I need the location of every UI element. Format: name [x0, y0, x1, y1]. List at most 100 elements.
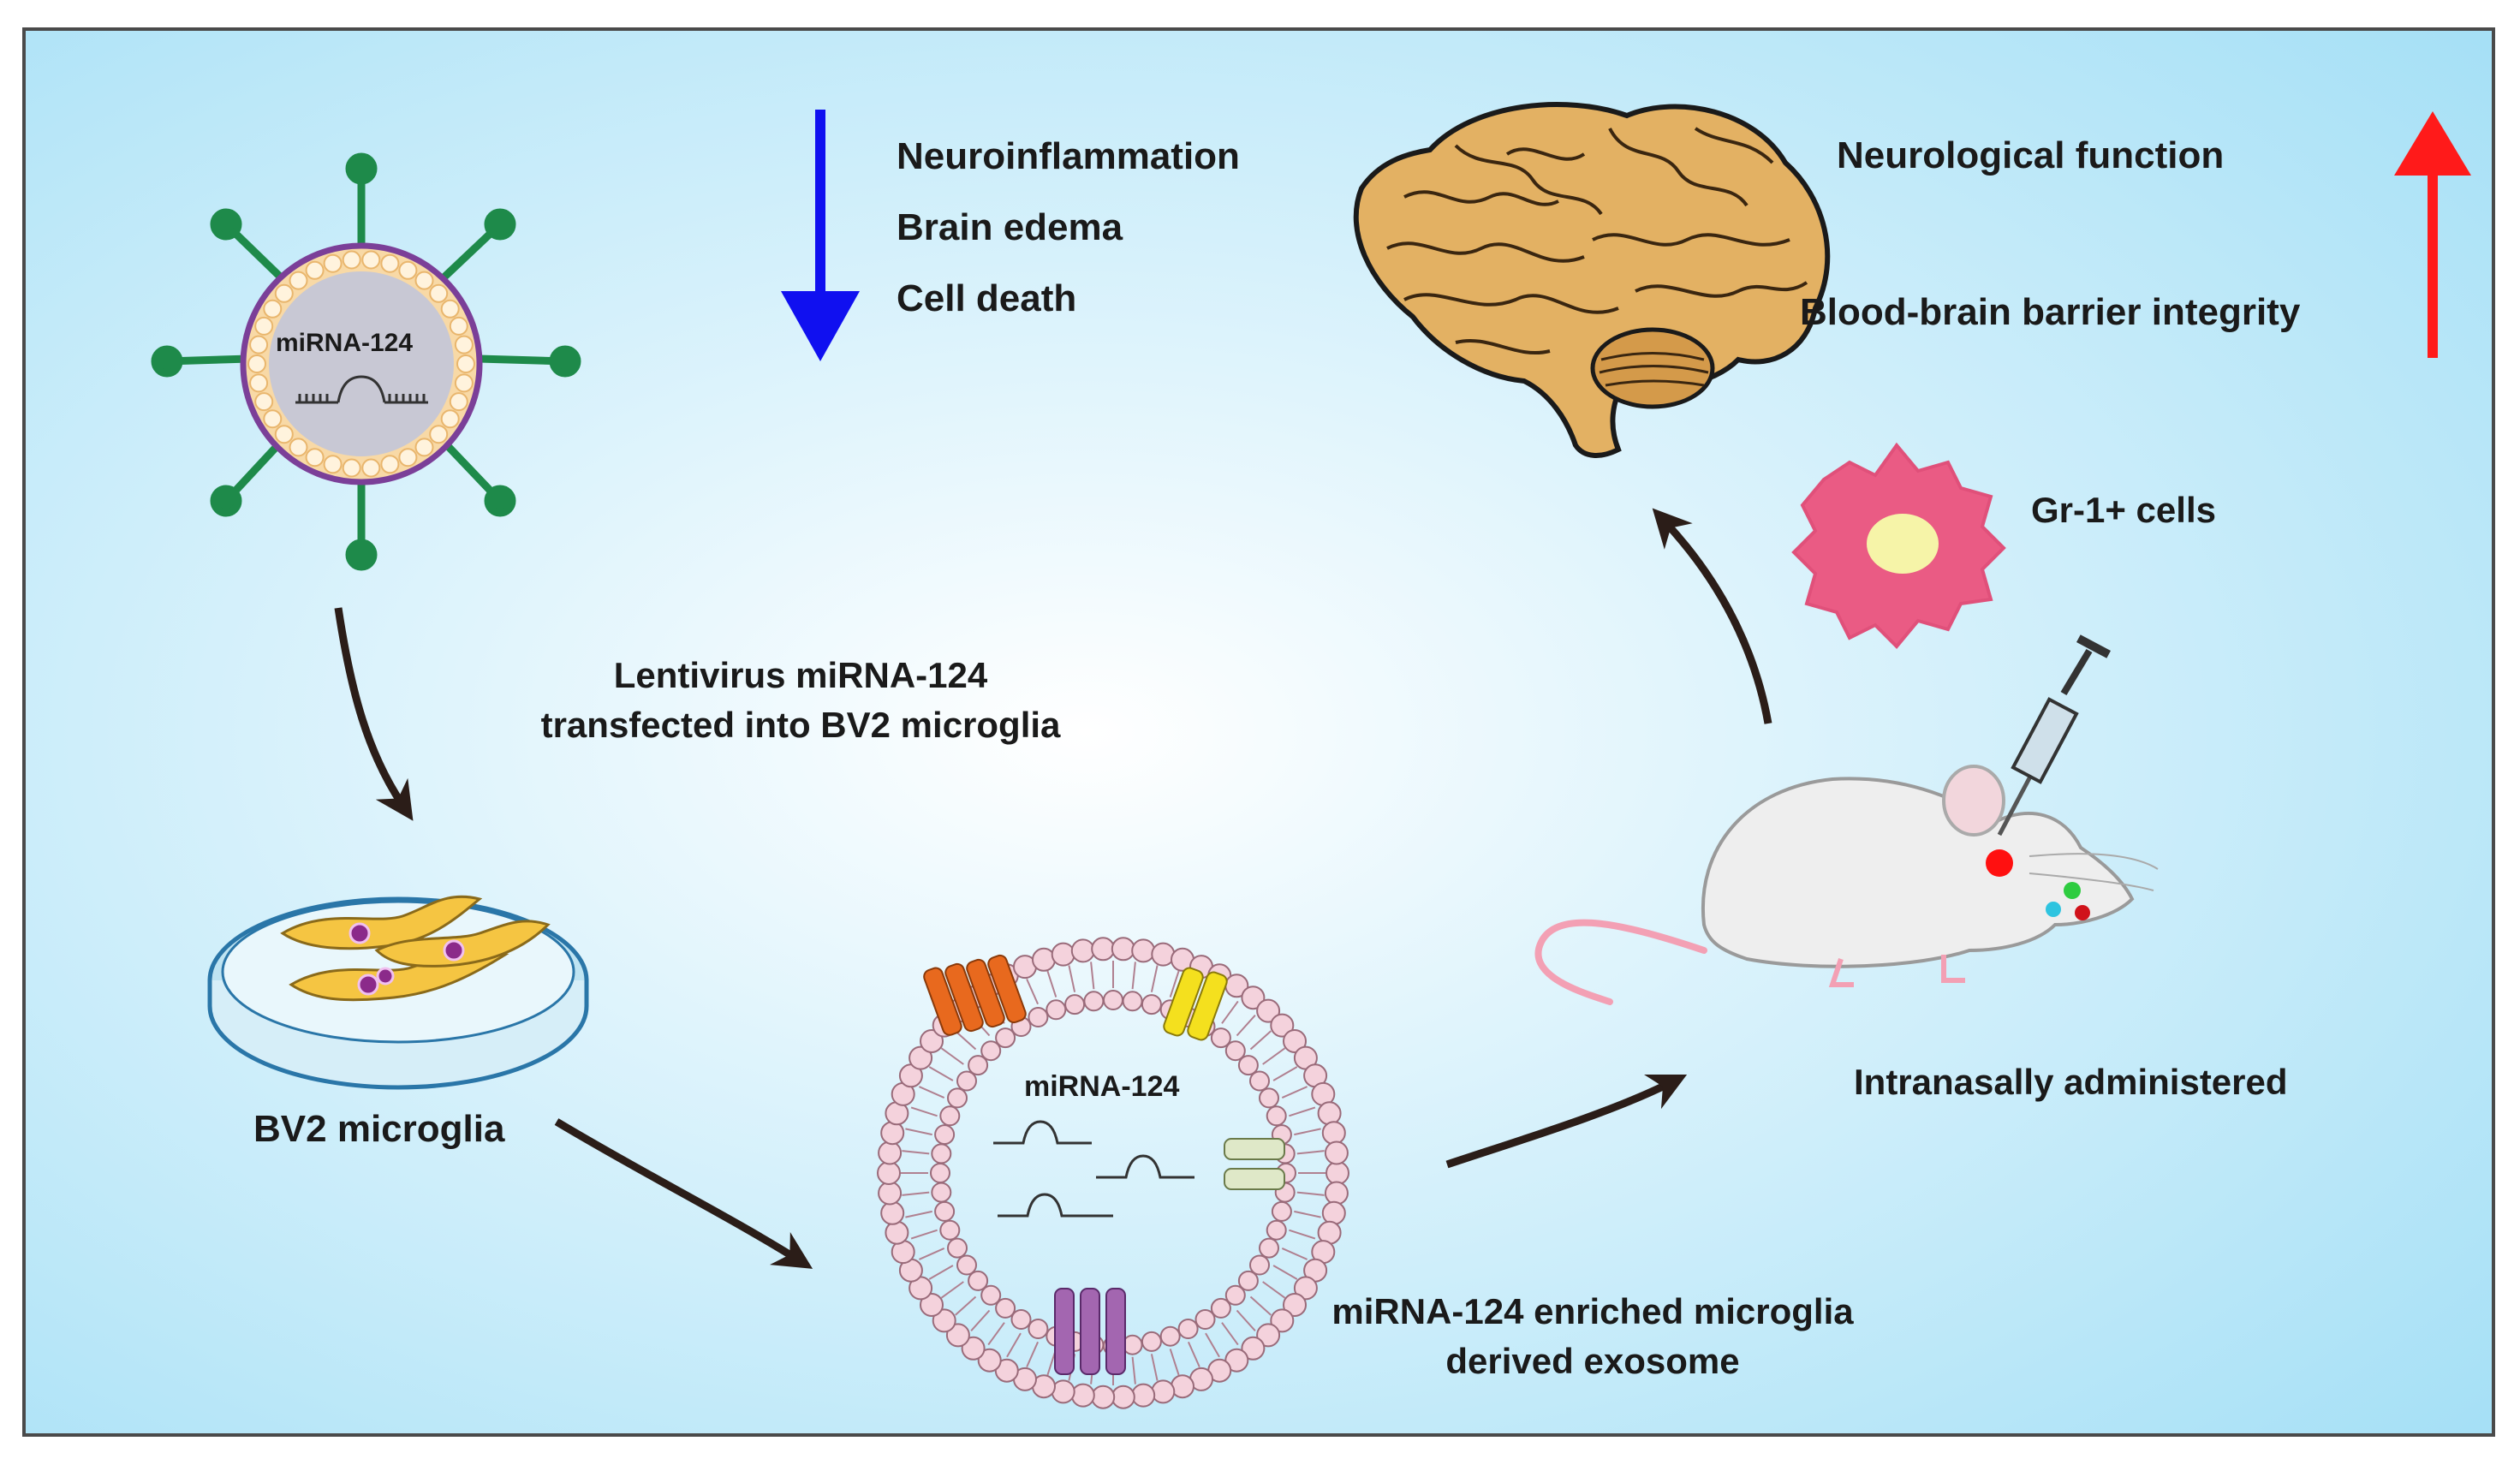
exosome-inner-lipid: [1010, 1309, 1032, 1330]
exosome-outer-lipid: [1293, 1276, 1318, 1301]
exosome-lipid-tail: [940, 1281, 964, 1299]
exosome-inner-lipid: [1249, 1254, 1270, 1276]
brain-illustration: [1353, 102, 1831, 458]
exosome-outer-lipid: [1321, 1121, 1346, 1146]
exosome-inner-lipid: [1210, 1027, 1231, 1049]
exosome-inner-lipid: [1259, 1237, 1279, 1259]
exosome-outer-lipid: [1324, 1181, 1349, 1206]
exosome-inner-lipid: [1064, 994, 1086, 1015]
exosome-lipid-tail: [940, 1047, 964, 1065]
exosome-inner-lipid: [1103, 990, 1123, 1010]
exosome-lipid-tail: [905, 1210, 932, 1218]
exosome-inner-lipid: [1122, 991, 1143, 1012]
lentivirus-caption-line1: Lentivirus miRNA-124: [613, 655, 988, 695]
virus-mirna-label: miRNA-124: [276, 329, 414, 357]
virus-envelope-bead: [342, 458, 361, 478]
exosome-inner-lipid: [1141, 994, 1162, 1015]
decreased-item-3: Cell death: [897, 277, 1077, 319]
exosome-lipid-tail: [1150, 965, 1159, 992]
exosome-caption: miRNA-124 enriched microglia derived exo…: [1284, 1287, 1901, 1386]
virus-envelope-bead: [429, 425, 449, 444]
virus-envelope-bead: [440, 299, 460, 319]
exosome-inner-lipid: [1177, 1319, 1199, 1339]
exosome-inner-lipid: [1159, 1325, 1181, 1347]
arrow-virus-to-dish: [334, 607, 414, 821]
exosome-outer-lipid: [1131, 1383, 1156, 1408]
exosome-lipid-tail: [1249, 1295, 1272, 1316]
exosome-outer-lipid: [877, 1161, 901, 1185]
virus-envelope-bead: [454, 335, 474, 354]
exosome-lipid-tail: [1236, 1309, 1256, 1331]
exosome-inner-lipid: [980, 1284, 1002, 1306]
exosome-outer-lipid: [1324, 1140, 1349, 1165]
virus-envelope-bead: [289, 438, 308, 457]
petri-dish: [207, 895, 589, 1090]
decreased-item-1: Neuroinflammation: [897, 135, 1240, 177]
exosome-outer-lipid: [1091, 937, 1116, 962]
exosome-outer-lipid: [961, 1336, 986, 1361]
exosome-lipid-tail: [1294, 1128, 1321, 1136]
exosome-lipid-tail: [1131, 962, 1136, 990]
exosome-caption-line1: miRNA-124 enriched microglia: [1331, 1291, 1854, 1331]
exosome-outer-lipid: [880, 1121, 905, 1146]
exosome-lipid-tail: [1169, 970, 1180, 997]
exosome-lipid-tail: [1026, 1341, 1040, 1368]
exosome-outer-lipid: [878, 1140, 903, 1165]
virus-envelope-bead: [429, 283, 449, 303]
exosome-inner-lipid: [1237, 1270, 1259, 1291]
exosome-lipid-tail: [1296, 1150, 1325, 1155]
exosome-lipid-tail: [928, 1265, 954, 1280]
increased-item-1: Neurological function: [1837, 134, 2225, 176]
exosome-inner-lipid: [968, 1270, 989, 1291]
virus-envelope-bead: [263, 409, 283, 429]
virus-envelope-bead: [414, 271, 434, 290]
exosome-lipid-tail: [955, 1030, 977, 1051]
lentivirus-particle: [151, 152, 581, 571]
exosome-lipid-tail: [1272, 1265, 1298, 1280]
exosome-lipid-tail: [1187, 1341, 1200, 1368]
exosome-inner-lipid: [1266, 1219, 1287, 1241]
exosome-lipid-tail: [1131, 1356, 1136, 1385]
exosome-inner-lipid: [947, 1087, 968, 1109]
exosome-lipid-tail: [1289, 1229, 1316, 1240]
intranasal-label: Intranasally administered: [1854, 1062, 2288, 1102]
exosome-mirna-strands: [993, 1120, 1194, 1218]
exosome-lipid-tail: [1205, 1332, 1220, 1358]
exosome-outer-lipid: [1091, 1385, 1116, 1409]
exosome-lipid-tail: [1281, 1247, 1308, 1260]
syringe: [1997, 634, 2112, 837]
increased-item-2: Blood-brain barrier integrity: [1800, 291, 2301, 333]
exosome-outer-lipid: [932, 1308, 956, 1333]
exosome-inner-lipid: [1028, 1319, 1049, 1339]
exosome-lipid-tail: [1221, 1000, 1239, 1024]
exosome-lipid-tail: [1169, 1349, 1180, 1376]
virus-envelope-bead: [254, 392, 274, 412]
exosome-mirna-label: miRNA-124: [1024, 1070, 1180, 1103]
exosome-lipid-tail: [1289, 1106, 1316, 1117]
exosome-lipid-tail: [970, 1309, 991, 1331]
exosome-inner-lipid: [947, 1237, 968, 1259]
exosome-inner-lipid: [956, 1070, 977, 1092]
exosome-lipid-tail: [918, 1086, 945, 1099]
virus-envelope-bead: [274, 283, 294, 303]
exosome-lipid-tail: [1150, 1354, 1159, 1381]
exosome-inner-lipid: [956, 1254, 977, 1276]
flow-arrows: [334, 508, 1772, 1269]
exosome-inner-lipid: [1224, 1284, 1246, 1306]
exosome-inner-lipid: [1271, 1200, 1292, 1222]
virus-envelope-bead: [449, 316, 468, 336]
exosome-outer-lipid: [1051, 942, 1075, 967]
exosome-outer-lipid: [1241, 1336, 1266, 1361]
exosome-outer-lipid: [885, 1220, 909, 1245]
exosome-inner-lipid: [1210, 1297, 1231, 1319]
membrane-protein-green: [1224, 1138, 1285, 1190]
exosome-outer-lipid: [945, 1323, 970, 1348]
exosome-inner-lipid: [1259, 1087, 1279, 1109]
exosome-lipid-tail: [1272, 1066, 1298, 1081]
exosome-lipid-tail: [1046, 970, 1057, 997]
exosome-lipid-tail: [987, 1322, 1005, 1346]
exosome-outer-lipid: [920, 1293, 944, 1317]
virus-envelope-bead: [398, 260, 418, 280]
exosome-outer-lipid: [1151, 1379, 1176, 1404]
exosome-outer-lipid: [1326, 1161, 1349, 1185]
